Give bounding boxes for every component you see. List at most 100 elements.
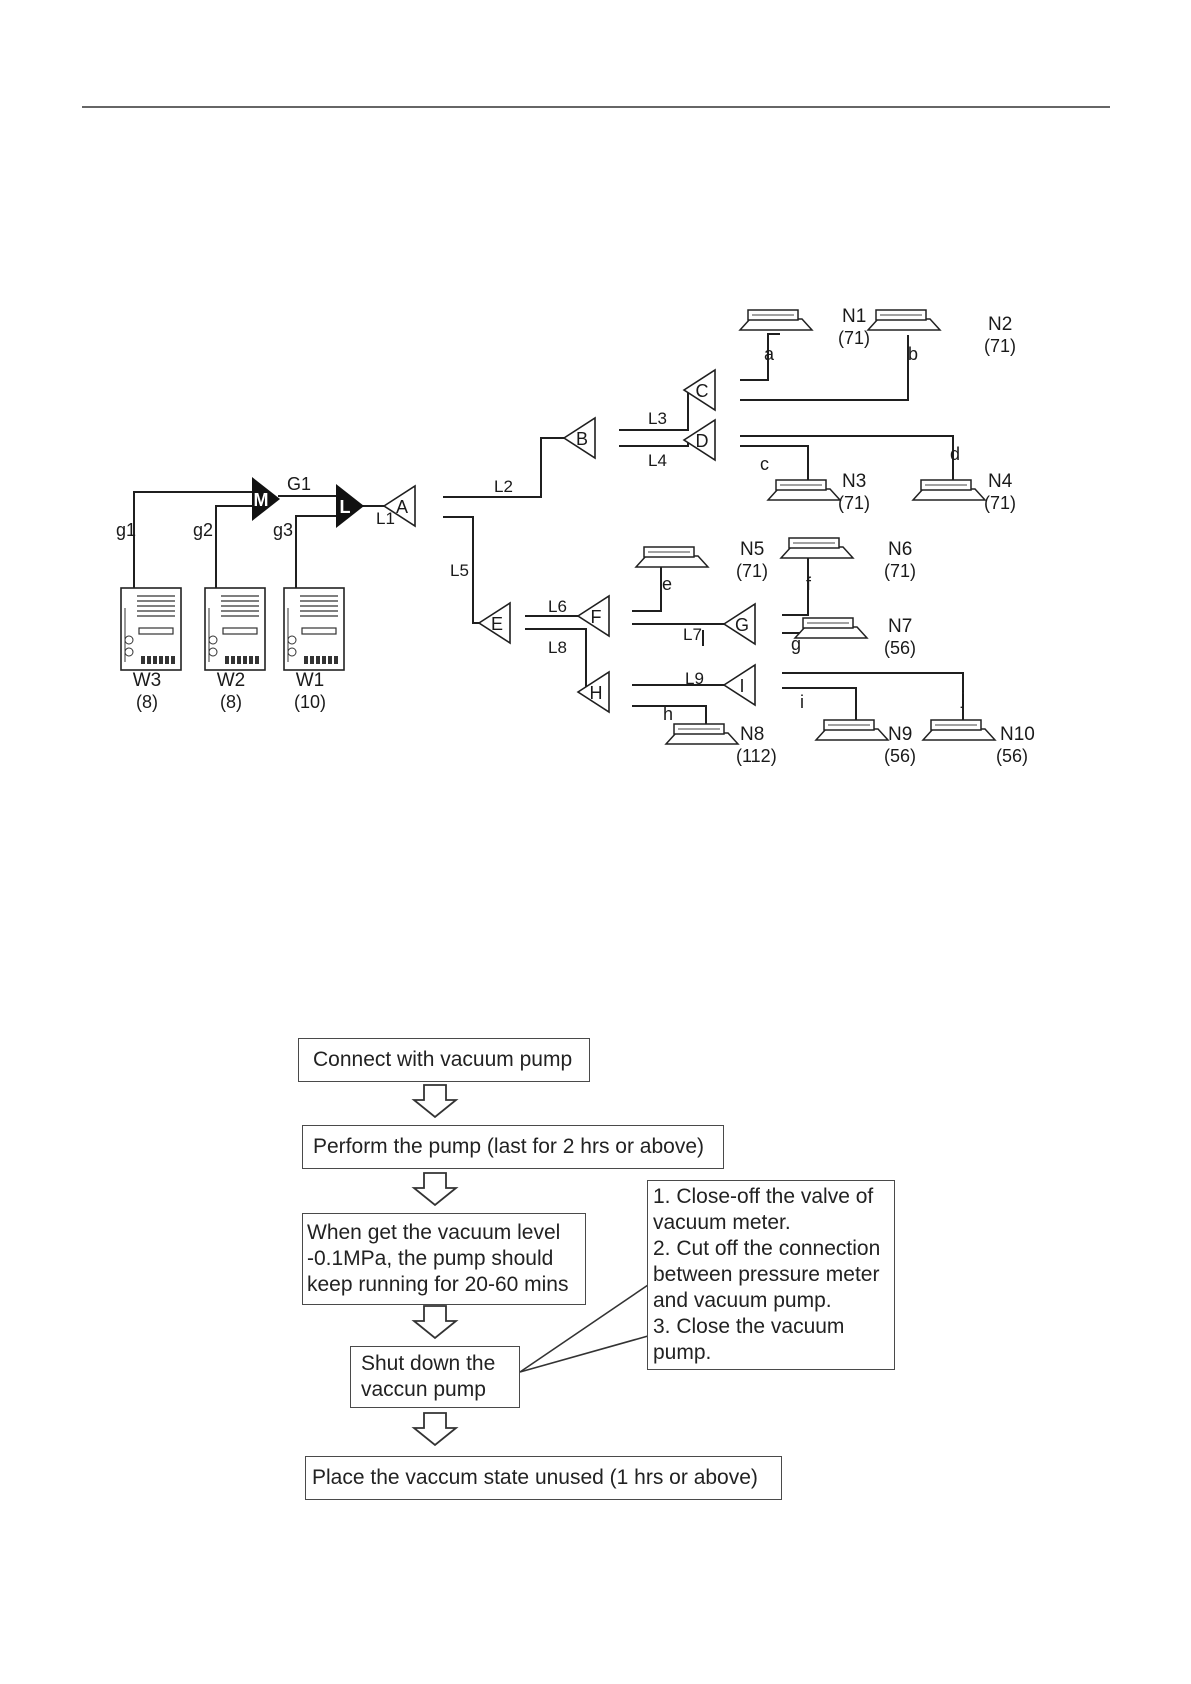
svg-text:M: M — [254, 490, 269, 510]
branch-joint-e: E — [477, 601, 511, 645]
callout-line — [519, 1335, 649, 1373]
outdoor-unit-w3: W3(8) — [120, 587, 182, 712]
pipe-label-f: f — [806, 574, 812, 594]
pipe-line — [782, 552, 821, 616]
flow-step-shut-down: Shut down the vaccun pump — [350, 1346, 520, 1408]
svg-text:(71): (71) — [984, 493, 1016, 513]
branch-joint-b: B — [562, 416, 596, 460]
flow-step-perform-pump: Perform the pump (last for 2 hrs or abov… — [302, 1125, 724, 1169]
branch-joint-a: A — [382, 484, 416, 528]
svg-text:(56): (56) — [884, 746, 916, 766]
svg-text:W3: W3 — [133, 670, 162, 691]
arrow-down-icon — [411, 1412, 459, 1447]
pipe-line — [740, 333, 780, 381]
pipe-label-g: g — [791, 634, 801, 654]
branch-joint-h: H — [576, 670, 610, 714]
pipe-label-g1: G1 — [287, 474, 311, 494]
svg-text:N4: N4 — [988, 471, 1013, 492]
outdoor-joint-l: L — [336, 484, 364, 528]
svg-text:H: H — [590, 683, 603, 703]
svg-text:(10): (10) — [294, 692, 326, 712]
svg-text:D: D — [696, 431, 709, 451]
pipe-lines — [133, 333, 964, 738]
branch-joints: A B C D E F G H I M L — [252, 368, 756, 714]
branch-joint-i: I — [722, 663, 756, 707]
branch-joint-d: D — [682, 418, 716, 462]
indoor-unit-n6: N6(71) — [779, 537, 916, 581]
pipe-label-g1: g1 — [116, 520, 136, 540]
pipe-label-g3: g3 — [273, 520, 293, 540]
indoor-unit-n10: N10(56) — [921, 719, 1035, 766]
flow-note-steps: 1. Close-off the valve of vacuum meter. … — [647, 1180, 895, 1370]
svg-text:(8): (8) — [136, 692, 158, 712]
pipe-label-d: d — [950, 444, 960, 464]
branch-joint-g: G — [722, 602, 756, 646]
flow-step-vacuum-level: When get the vacuum level -0.1MPa, the p… — [302, 1213, 586, 1305]
pipe-line — [443, 437, 590, 498]
pipe-label-l9: L9 — [685, 669, 704, 688]
pipe-line — [133, 491, 252, 594]
svg-text:N10: N10 — [1000, 724, 1035, 745]
indoor-unit-n3: N3(71) — [766, 471, 870, 513]
svg-text:N5: N5 — [740, 539, 764, 560]
outdoor-unit-w2: W2(8) — [204, 587, 266, 712]
svg-text:G: G — [735, 615, 749, 635]
outdoor-joint-m: M — [252, 477, 280, 521]
indoor-unit-n9: N9(56) — [814, 719, 916, 766]
pipe-line — [782, 672, 964, 735]
svg-text:N1: N1 — [842, 306, 866, 327]
svg-text:L: L — [340, 497, 351, 517]
pipe-label-c: c — [760, 454, 769, 474]
svg-text:W2: W2 — [217, 670, 246, 691]
svg-text:N3: N3 — [842, 471, 866, 492]
pipe-label-h: h — [663, 704, 673, 724]
svg-text:N8: N8 — [740, 724, 764, 745]
indoor-unit-n2: N2(71) — [866, 309, 1016, 356]
pipe-label-l1: L1 — [376, 509, 395, 528]
pipe-line — [740, 435, 954, 498]
flow-step-connect: Connect with vacuum pump — [298, 1038, 590, 1082]
pipe-line — [295, 515, 336, 594]
svg-text:F: F — [591, 607, 602, 627]
branch-joint-f: F — [576, 594, 610, 638]
svg-text:A: A — [396, 497, 408, 517]
pipe-label-e: e — [662, 574, 672, 594]
svg-text:(71): (71) — [736, 561, 768, 581]
svg-text:(71): (71) — [838, 493, 870, 513]
svg-text:W1: W1 — [296, 670, 325, 691]
svg-text:(71): (71) — [884, 561, 916, 581]
svg-text:C: C — [696, 381, 709, 401]
pipe-label-l2: L2 — [494, 477, 513, 496]
pipe-line — [740, 335, 909, 401]
pipe-label-b: b — [908, 344, 918, 364]
svg-text:(71): (71) — [838, 328, 870, 348]
pipe-line — [215, 505, 252, 594]
svg-text:(8): (8) — [220, 692, 242, 712]
pipe-label-i: i — [800, 692, 804, 712]
indoor-unit-n4: N4(71) — [911, 471, 1016, 513]
pipe-label-l3: L3 — [648, 409, 667, 428]
flow-step-place-unused: Place the vaccum state unused (1 hrs or … — [305, 1456, 782, 1500]
pipe-label-l5: L5 — [450, 561, 469, 580]
pipe-line — [740, 445, 809, 495]
indoor-unit-n8: N8(112) — [664, 723, 777, 766]
branch-joint-c: C — [682, 368, 716, 412]
outdoor-unit-w1: W1(10) — [283, 587, 345, 712]
svg-text:N7: N7 — [888, 616, 912, 637]
svg-text:B: B — [576, 429, 588, 449]
indoor-unit-n7: N7(56) — [793, 616, 916, 658]
svg-text:(112): (112) — [736, 746, 777, 766]
arrow-down-icon — [411, 1305, 459, 1340]
svg-text:(71): (71) — [984, 336, 1016, 356]
svg-text:I: I — [739, 676, 744, 696]
pipe-label-l8: L8 — [548, 638, 567, 657]
svg-text:(56): (56) — [884, 638, 916, 658]
pipe-label-l7: L7 — [683, 625, 702, 644]
svg-text:E: E — [491, 614, 503, 634]
pipe-label-g2: g2 — [193, 520, 213, 540]
pipe-label-a: a — [764, 344, 775, 364]
pipe-label-l6: L6 — [548, 597, 567, 616]
pipe-label-j: j — [960, 688, 965, 708]
